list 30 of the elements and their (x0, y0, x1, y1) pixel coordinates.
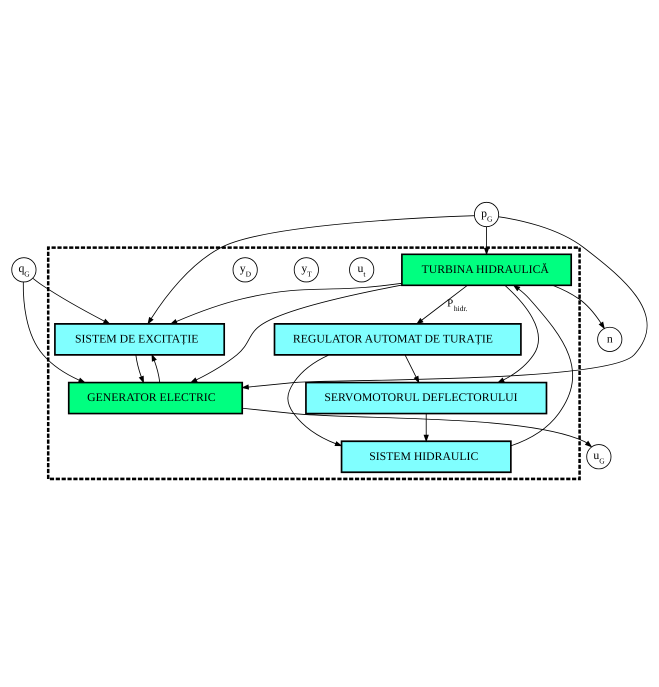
node-box: SERVOMOTORUL DEFLECTORULUI (305, 381, 548, 414)
arrow (152, 353, 160, 382)
node-circle: y$_{D}$ (232, 256, 258, 282)
arrow (32, 278, 111, 324)
edge-label: P$_{hidr.}$ (447, 297, 468, 313)
arrow (22, 281, 86, 383)
node-box: SISTEM DE EXCITAȚIE (54, 322, 226, 356)
arrow (510, 284, 574, 446)
arrow (242, 407, 592, 447)
node-box: GENERATOR ELECTRIC (68, 381, 244, 414)
node-circle: y$_{T}$ (294, 256, 319, 282)
arrow (496, 284, 539, 383)
node-circle: q$_{G}$ (11, 256, 36, 282)
arrow (287, 354, 343, 446)
arrow (416, 284, 468, 324)
arrow (170, 282, 402, 324)
node-box: TURBINA HIDRAULICĂ (401, 252, 572, 286)
arrow (135, 354, 144, 384)
arrow (424, 412, 429, 442)
arrow (147, 214, 475, 324)
arrow (484, 226, 490, 255)
node-circle: u$_{t}$ (349, 256, 374, 282)
node-circle: p$_{G}$ (474, 201, 500, 227)
node-circle: n (597, 326, 622, 352)
arrow (552, 284, 605, 329)
arrow (190, 284, 402, 383)
node-box: SISTEM HIDRAULIC (340, 440, 512, 473)
arrow (241, 216, 648, 390)
node-circle: u$_{G}$ (586, 444, 612, 469)
node-box: REGULATOR AUTOMAT DE TURAȚIE (274, 322, 522, 356)
